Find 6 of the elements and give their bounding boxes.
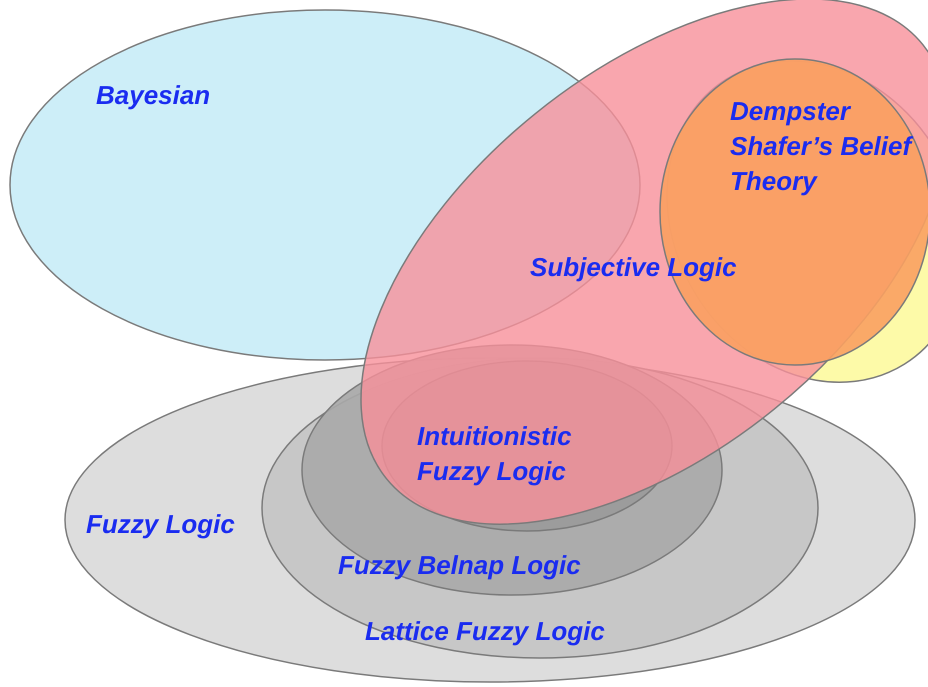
set-label: Fuzzy Logic (86, 508, 236, 541)
set-label: Lattice Fuzzy Logic (365, 615, 606, 648)
set-label: Fuzzy Belnap Logic (338, 549, 582, 582)
set-label: Intuitionistic Fuzzy Logic (417, 420, 573, 488)
set-label: Bayesian (96, 79, 212, 112)
set-label: Dempster Shafer’s Belief Theory (730, 95, 914, 198)
